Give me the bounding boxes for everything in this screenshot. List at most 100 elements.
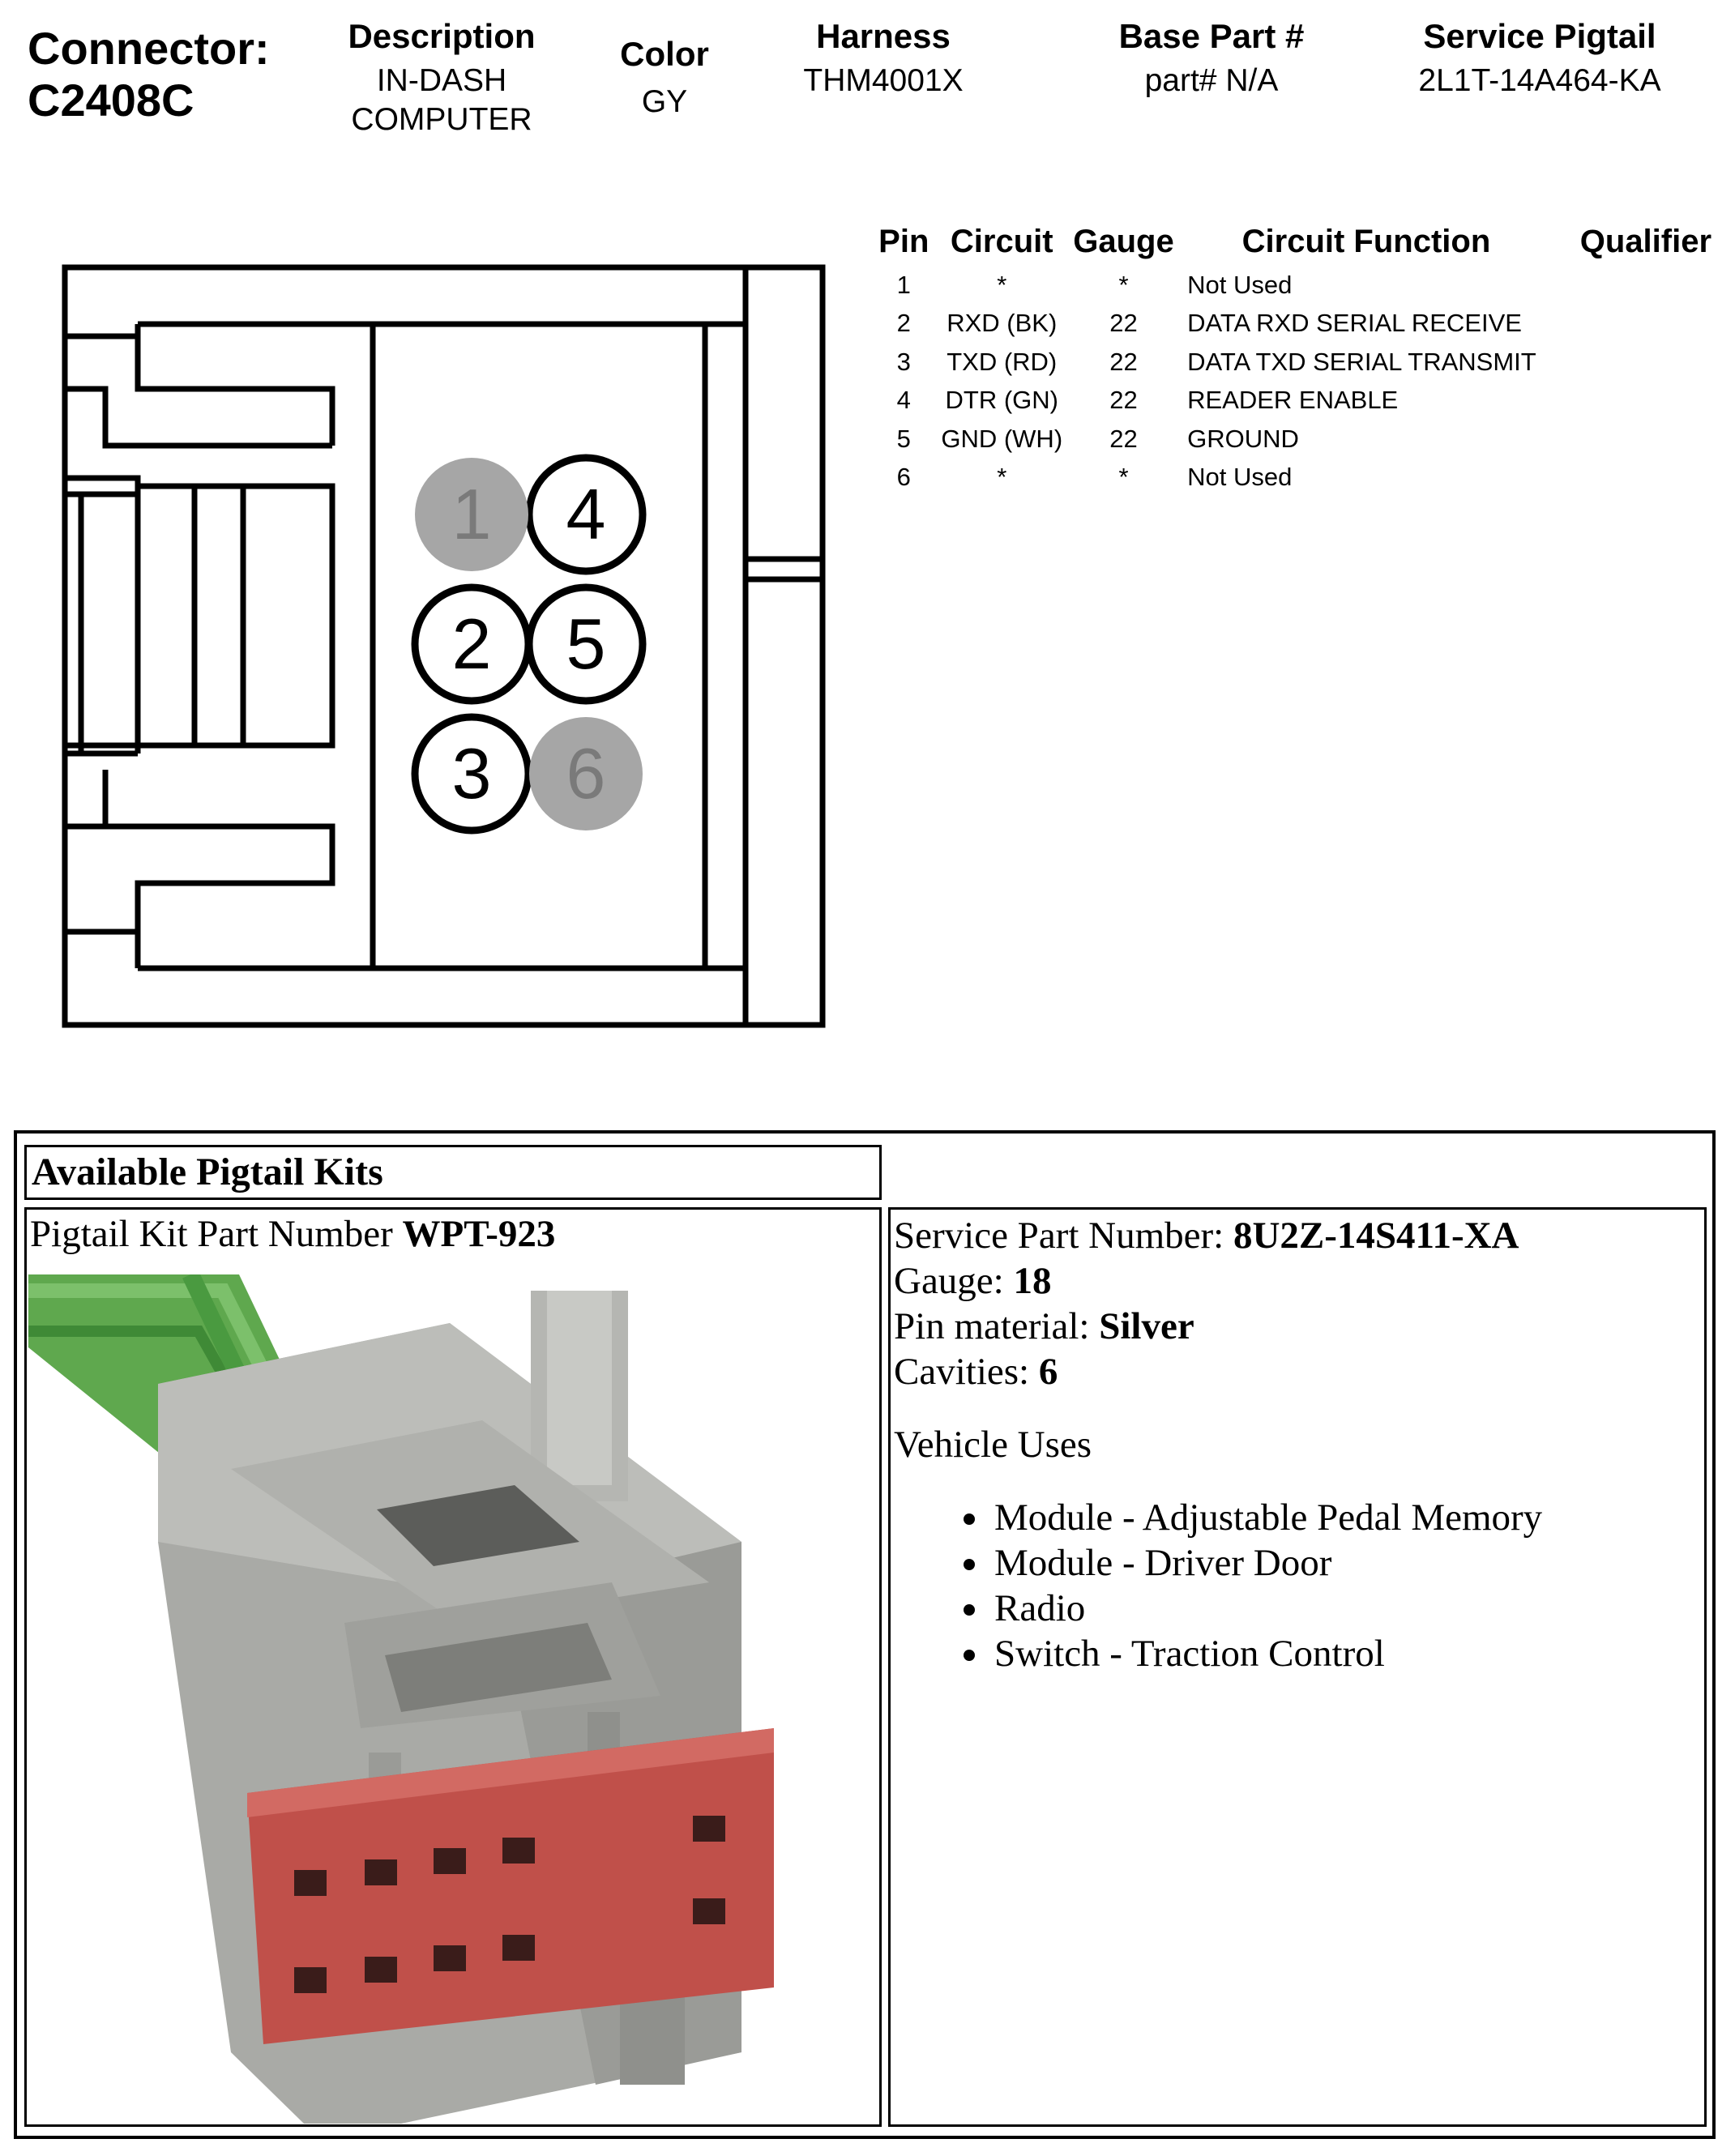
service-part-value: 8U2Z-14S411-XA [1233, 1215, 1519, 1257]
description-column: Description IN-DASH COMPUTER [328, 16, 555, 139]
pin-cavity-3 [411, 713, 532, 835]
color-column: Color GY [604, 34, 725, 122]
header-qualifier: Qualifier [1579, 223, 1712, 259]
description-line1: IN-DASH [376, 63, 507, 98]
base-part-value-line: part# N/A [1098, 62, 1325, 100]
header-pin: Pin [878, 223, 929, 259]
cavities-label: Cavities: [894, 1351, 1030, 1393]
color-value: GY [641, 84, 688, 119]
table-row: 3 TXD (RD) 22 DATA TXD SERIAL TRANSMIT [875, 343, 1735, 382]
kit-part-label: Pigtail Kit Part Number [30, 1213, 393, 1255]
vehicle-uses-list: Module - Adjustable Pedal Memory Module … [894, 1495, 1542, 1676]
cell-function: DATA TXD SERIAL TRANSMIT [1187, 347, 1536, 376]
cell-circuit: GND (WH) [941, 424, 1063, 453]
cell-pin: 6 [896, 463, 911, 492]
table-row: 5 GND (WH) 22 GROUND [875, 420, 1735, 459]
pigtail-kits-panel [14, 1130, 1716, 2139]
cell-pin: 3 [896, 347, 911, 376]
cell-pin: 2 [896, 309, 911, 338]
service-pigtail-column: Service Pigtail 2L1T-14A464-KA [1378, 16, 1702, 100]
list-item: Switch - Traction Control [991, 1631, 1542, 1676]
cell-gauge: * [1118, 270, 1129, 299]
service-part-label: Service Part Number: [894, 1215, 1224, 1257]
table-row: 2 RXD (BK) 22 DATA RXD SERIAL RECEIVE [875, 305, 1735, 344]
cell-circuit: * [997, 270, 1007, 299]
cell-qualifier [1557, 305, 1735, 344]
table-row: 4 DTR (GN) 22 READER ENABLE [875, 382, 1735, 421]
gauge-label: Gauge: [894, 1260, 1004, 1302]
pin-label-5: 5 [566, 604, 606, 684]
gauge-line: Gauge: 18 [894, 1258, 1542, 1304]
pin-material-label: Pin material: [894, 1305, 1090, 1347]
vehicle-uses-title: Vehicle Uses [894, 1424, 1092, 1466]
kit-part-value: WPT-923 [402, 1213, 556, 1255]
header-circuit: Circuit [950, 223, 1053, 259]
cell-circuit: TXD (RD) [947, 347, 1058, 376]
list-item: Module - Adjustable Pedal Memory [991, 1495, 1542, 1540]
pin-cavity-1 [415, 458, 528, 571]
cell-circuit: * [997, 463, 1007, 492]
connector-heading: Connector: C2408C [28, 23, 270, 126]
pin-label-2: 2 [452, 604, 492, 684]
header-gauge: Gauge [1073, 223, 1174, 259]
pin-table: Pin Circuit Gauge Circuit Function Quali… [875, 217, 1735, 497]
pin-label-6: 6 [566, 733, 606, 813]
pigtail-kit-photo-cell: Pigtail Kit Part Number WPT-923 [24, 1207, 882, 2127]
cavity-insert [247, 1728, 774, 2044]
cell-qualifier [1557, 459, 1735, 497]
service-part-line: Service Part Number: 8U2Z-14S411-XA [894, 1213, 1542, 1258]
harness-label: Harness [816, 17, 951, 55]
cell-qualifier [1557, 343, 1735, 382]
pin-label-3: 3 [452, 733, 492, 813]
cell-pin: 5 [896, 424, 911, 453]
pin-label-1: 1 [452, 474, 492, 554]
harness-column: Harness THM4001X [778, 16, 989, 100]
pin-cavity-5 [525, 583, 647, 705]
pigtail-connector-photo [28, 1274, 774, 2124]
description-line2: COMPUTER [351, 102, 532, 137]
cell-gauge: 22 [1109, 386, 1138, 415]
cell-function: Not Used [1187, 270, 1293, 299]
connector-id: C2408C [28, 75, 194, 126]
pigtail-kit-spec-cell: Service Part Number: 8U2Z-14S411-XA Gaug… [888, 1207, 1707, 2127]
cell-function: GROUND [1187, 424, 1299, 453]
color-label: Color [620, 35, 709, 73]
cell-qualifier [1557, 420, 1735, 459]
harness-value: THM4001X [803, 63, 964, 98]
cell-gauge: 22 [1109, 347, 1138, 376]
cavities-line: Cavities: 6 [894, 1349, 1542, 1394]
base-part-value: N/A [1225, 63, 1279, 98]
table-row: 6 * * Not Used [875, 459, 1735, 497]
connector-outer-shell [62, 264, 826, 1028]
cell-qualifier [1557, 382, 1735, 421]
cell-function: Not Used [1187, 463, 1293, 492]
pigtail-kits-title: Available Pigtail Kits [24, 1145, 882, 1200]
kit-specifications: Service Part Number: 8U2Z-14S411-XA Gaug… [894, 1213, 1542, 1676]
cavities-value: 6 [1038, 1351, 1058, 1393]
connector-face-diagram: 2 3 4 51 6 [62, 264, 826, 1028]
cell-function: DATA RXD SERIAL RECEIVE [1187, 309, 1522, 338]
list-item: Module - Driver Door [991, 1540, 1542, 1586]
pin-material-line: Pin material: Silver [894, 1304, 1542, 1349]
description-label: Description [348, 17, 536, 55]
base-part-column: Base Part # part# N/A [1098, 16, 1325, 100]
base-part-prefix: part# [1144, 63, 1217, 98]
cell-qualifier [1557, 266, 1735, 305]
service-pigtail-label: Service Pigtail [1423, 17, 1656, 55]
pin-label-4: 4 [566, 474, 606, 554]
cell-pin: 4 [896, 386, 911, 415]
cell-gauge: 22 [1109, 424, 1138, 453]
table-row: 1 * * Not Used [875, 266, 1735, 305]
pin-material-value: Silver [1099, 1305, 1194, 1347]
base-part-label: Base Part # [1118, 17, 1305, 55]
connector-pin-group: 2 3 4 51 6 [411, 454, 647, 835]
cell-circuit: DTR (GN) [945, 386, 1058, 415]
cell-circuit: RXD (BK) [947, 309, 1058, 338]
cell-gauge: * [1118, 463, 1129, 492]
pin-cavity-6 [529, 717, 643, 830]
cell-gauge: 22 [1109, 309, 1138, 338]
pin-cavity-4 [525, 454, 647, 575]
pigtail-kit-part-number: Pigtail Kit Part Number WPT-923 [30, 1211, 555, 1257]
header-circuit-function: Circuit Function [1241, 223, 1491, 259]
connector-label: Connector: [28, 23, 270, 74]
